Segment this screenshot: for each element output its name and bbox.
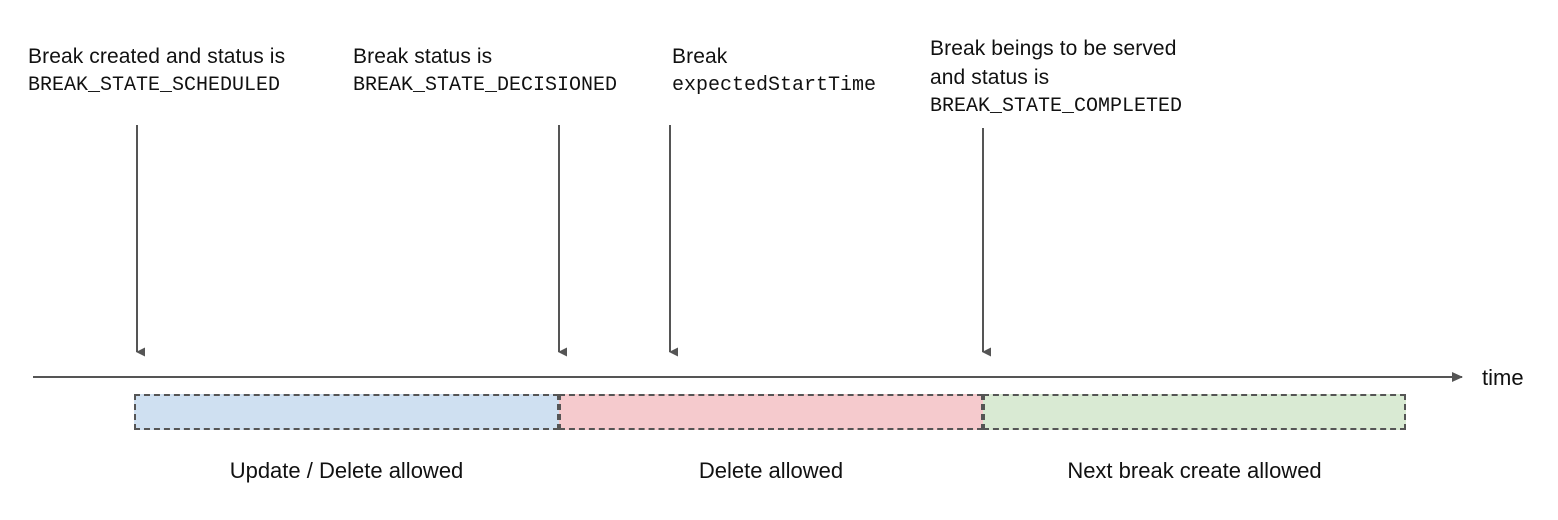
annotation-line: Break created and status is	[28, 45, 286, 68]
annotation-break-scheduled: Break created and status is BREAK_STATE_…	[28, 42, 285, 100]
annotation-line: Break status is	[353, 45, 493, 68]
annotation-line-mono: BREAK_STATE_SCHEDULED	[28, 74, 281, 97]
annotation-line-mono: expectedStartTime	[672, 74, 877, 97]
annotation-line-mono: BREAK_STATE_COMPLETED	[930, 95, 1183, 118]
phase-update-delete-allowed	[134, 394, 559, 430]
annotation-expected-start-time: Break expectedStartTime	[672, 42, 876, 100]
time-axis	[33, 372, 1463, 382]
caption-next-break-create-allowed: Next break create allowed	[1067, 458, 1322, 483]
time-axis-label: time	[1482, 365, 1524, 390]
annotation-break-decisioned: Break status is BREAK_STATE_DECISIONED	[353, 42, 617, 100]
caption-update-delete-allowed: Update / Delete allowed	[229, 458, 464, 483]
annotation-line: and status is	[930, 66, 1050, 89]
annotation-break-completed: Break beings to be served and status is …	[930, 34, 1182, 121]
caption-delete-allowed: Delete allowed	[698, 458, 844, 483]
annotation-line: Break beings to be served	[930, 37, 1177, 60]
phase-delete-allowed	[559, 394, 983, 430]
annotation-line-mono: BREAK_STATE_DECISIONED	[353, 74, 618, 97]
phase-next-break-create-allowed	[983, 394, 1406, 430]
annotation-pointer-arrows	[136, 125, 991, 357]
annotation-line: Break	[672, 45, 728, 68]
